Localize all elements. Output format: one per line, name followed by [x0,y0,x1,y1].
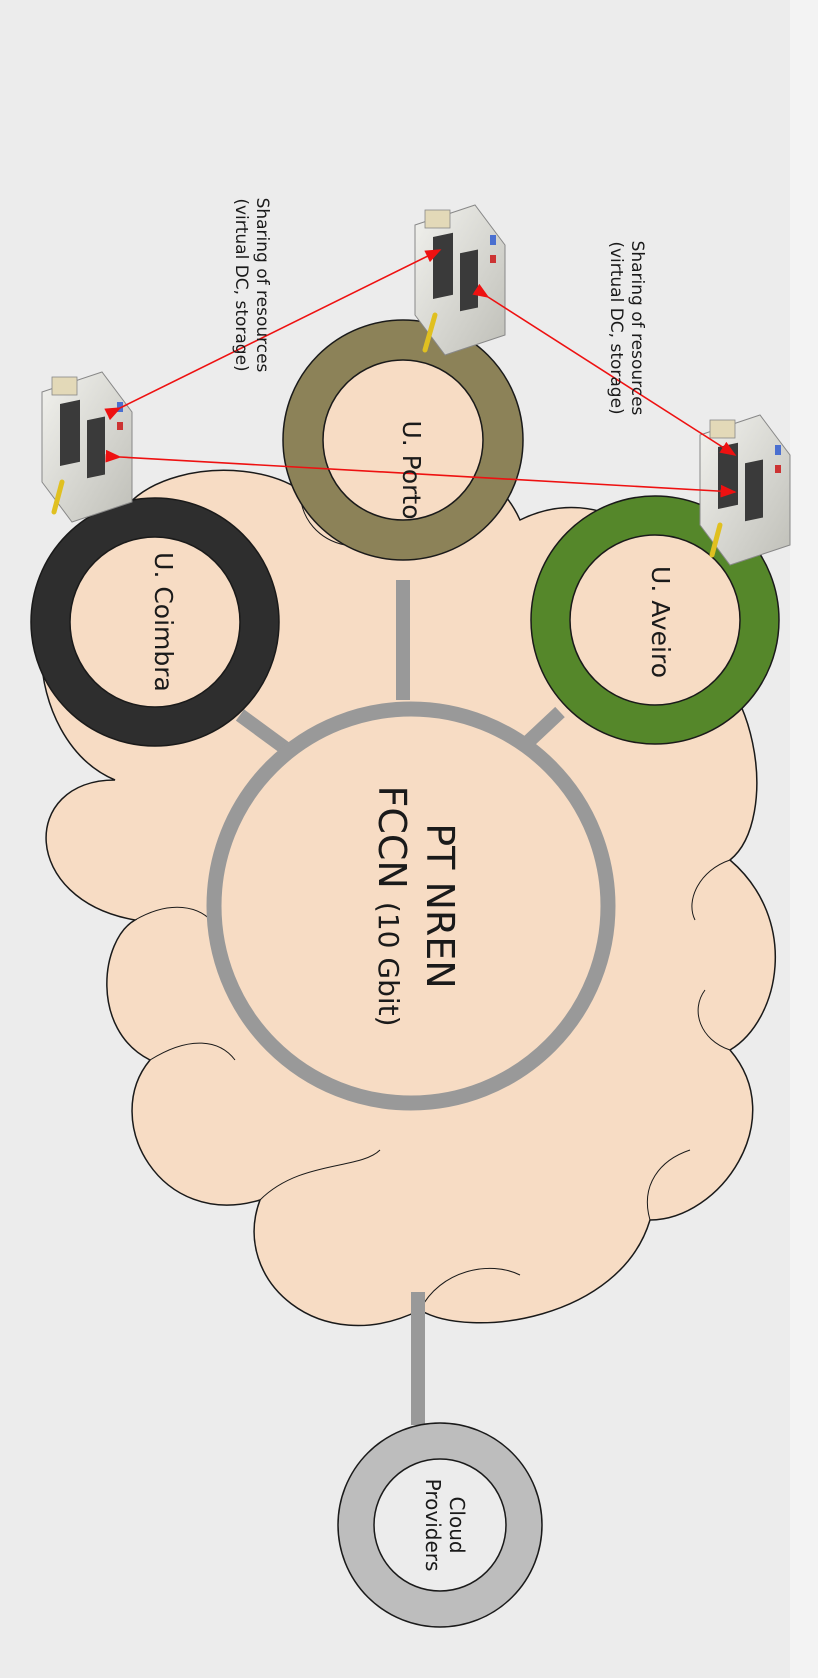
node-ring-coimbra [30,497,280,747]
cloud-providers-label: Cloud Providers [421,1479,469,1572]
hub-label-main: FCCN [370,785,414,888]
network-links [235,580,565,1425]
node-label-porto: U. Porto [397,420,426,519]
node-ring-aveiro [530,495,780,745]
sharing-note-right-line1: Sharing of resources [627,241,647,416]
sharing-arrows [104,249,737,498]
sharing-note-left-line1: Sharing of resources [252,198,272,373]
svg-text:FCCN (10 Gbit): FCCN (10 Gbit) [370,785,414,1026]
sharing-note-left: Sharing of resources (virtual DC, storag… [231,198,272,373]
node-ring-cloud-providers [337,1422,543,1628]
hub-label: PT NREN FCCN (10 Gbit) [370,785,462,1026]
link-aveiro-hub [523,706,565,748]
hub-label-line1: PT NREN [418,823,462,988]
arrow-porto-coimbra [104,249,442,421]
cloud-providers-line1: Cloud [445,1496,469,1553]
arrow-porto-aveiro [472,283,737,456]
cloud-providers-line2: Providers [421,1479,445,1572]
server-rack-icon [414,204,506,356]
link-coimbra-hub [235,709,290,754]
node-label-coimbra: U. Coimbra [149,552,178,692]
node-label-aveiro: U. Aveiro [646,566,675,678]
sharing-note-left-line2: (virtual DC, storage) [231,198,251,371]
hub-ring [206,701,616,1111]
arrow-coimbra-aveiro [105,449,737,498]
server-rack-icon [41,371,133,523]
hub-label-paren: (10 Gbit) [372,902,405,1027]
sharing-note-right: Sharing of resources (virtual DC, storag… [606,241,647,416]
sharing-note-right-line2: (virtual DC, storage) [606,241,626,414]
